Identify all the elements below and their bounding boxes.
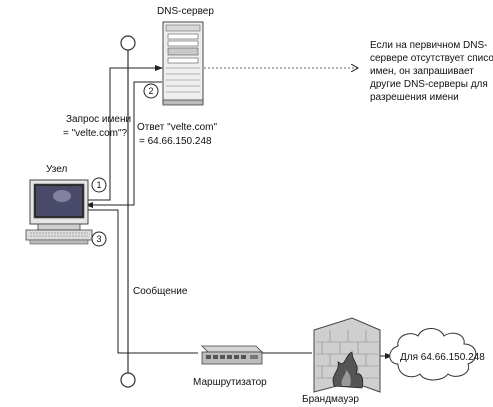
query-label-line2: = "velte.com"? [63,128,128,139]
note-line: имен, он запрашивает [370,66,474,77]
cloud-icon [389,328,477,381]
dns-server-label: DNS-сервер [157,6,214,17]
terminator-top-icon [120,35,136,51]
step-2-marker: 2 [143,83,159,99]
note-line: сервере отсутствует список [370,53,493,64]
router-icon [201,345,263,365]
svg-text:1: 1 [96,180,101,190]
dns-server-icon [162,21,204,106]
firewall-icon [313,317,381,393]
step-1-marker: 1 [91,177,107,193]
router-label: Маршрутизатор [193,377,267,388]
message-label: Сообщение [133,285,188,297]
forwarding-note: Если на первичном DNS- сервере отсутству… [370,40,493,103]
answer-label-line1: Ответ "velte.com" [137,122,217,133]
network-backbone [120,35,136,388]
note-line: разрешения имени [370,92,459,103]
step-3-marker: 3 [91,231,107,247]
note-line: Если на первичном DNS- [370,40,487,51]
answer-arrow [85,81,162,208]
svg-text:2: 2 [148,86,153,96]
note-line: другие DNS-серверы для [370,79,488,90]
svg-text:3: 3 [96,234,101,244]
node-computer-icon [25,179,93,245]
firewall-label: Брандмауэр [302,394,359,405]
terminator-bottom-icon [120,372,136,388]
cloud-label: Для 64.66.150.248 [400,352,485,363]
connections [85,65,393,359]
message-line [88,209,198,354]
node-label: Узел [46,164,67,175]
query-arrow [88,65,163,201]
query-label-line1: Запрос имени [66,114,131,125]
answer-label-line2: = 64.66.150.248 [139,136,212,147]
